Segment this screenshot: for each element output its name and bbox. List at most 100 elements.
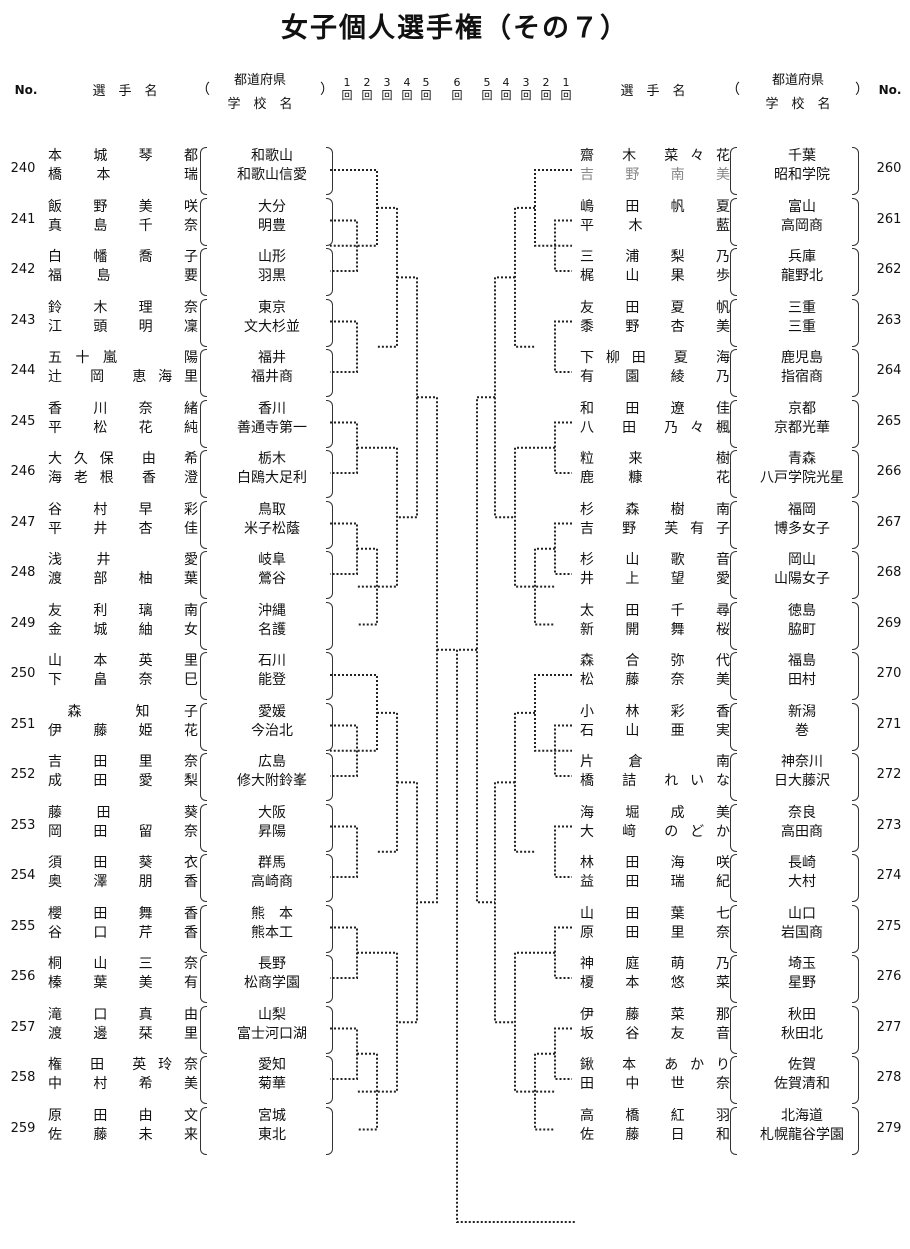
player-name-2: 八 田 乃々楓 bbox=[580, 419, 730, 436]
bracket-line bbox=[330, 169, 378, 247]
school-name: 今治北 bbox=[251, 722, 293, 739]
bracket-line bbox=[554, 320, 572, 373]
entry-number: 263 bbox=[876, 312, 902, 328]
prefecture: 福島 bbox=[788, 653, 816, 669]
entry-number: 242 bbox=[10, 262, 36, 277]
player-names: 小 林 彩 香石 山 亜 実 bbox=[580, 703, 730, 741]
entry-number: 278 bbox=[876, 1070, 902, 1085]
bracket-right-paren bbox=[326, 1106, 333, 1155]
bracket-right-paren bbox=[326, 601, 333, 650]
entry-number: 275 bbox=[876, 918, 902, 934]
player-names: 滝 口 真 由渡 邊 栞 里 bbox=[48, 1006, 198, 1044]
player-name-2: 原 田 里 奈 bbox=[580, 924, 730, 941]
school-info: 北海道札幌龍谷学園 bbox=[742, 1107, 862, 1145]
entry-number: 252 bbox=[10, 767, 36, 782]
player-name-2: 鹿 糠 花 bbox=[580, 470, 730, 486]
prefecture: 香川 bbox=[258, 400, 286, 417]
school-info: 群馬高崎商 bbox=[212, 854, 332, 892]
bracket-line bbox=[514, 446, 555, 588]
player-names: 大久保 由 希海老根 香 澄 bbox=[48, 450, 198, 488]
prefecture: 千葉 bbox=[788, 148, 816, 164]
player-name-1: 五十嵐 陽 bbox=[48, 350, 198, 366]
bracket-left-paren bbox=[730, 551, 737, 599]
bracket-right-paren bbox=[852, 601, 859, 650]
bracket-line bbox=[330, 421, 358, 474]
player-name-1: 谷 村 早 彩 bbox=[48, 501, 198, 518]
prefecture: 兵庫 bbox=[788, 249, 816, 265]
prefecture: 和歌山 bbox=[251, 148, 293, 164]
player-names: 五十嵐 陽辻 岡 恵海里 bbox=[48, 349, 198, 387]
prefecture: 三重 bbox=[788, 299, 816, 316]
entry-row: 254 須 田 葵 衣奥 澤 朋 香群馬高崎商 bbox=[0, 854, 910, 902]
bracket-left-paren bbox=[200, 349, 207, 397]
entry-number: 250 bbox=[10, 666, 36, 681]
player-name-1: 櫻 田 舞 香 bbox=[48, 905, 198, 922]
bracket-line bbox=[417, 396, 438, 904]
player-name-2: 益 田 瑞 紀 bbox=[580, 874, 730, 890]
prefecture: 広島 bbox=[258, 754, 286, 770]
entry-number: 253 bbox=[10, 817, 36, 833]
entry-number: 264 bbox=[876, 363, 902, 378]
bracket-left-paren bbox=[730, 753, 737, 801]
school-name: 龍野北 bbox=[781, 268, 823, 284]
player-name-1: 伊 藤 菜 那 bbox=[580, 1006, 730, 1023]
prefecture: 京都 bbox=[788, 400, 816, 417]
header-no-left: No. bbox=[14, 83, 38, 97]
player-name-2: 榎 本 悠 菜 bbox=[580, 975, 730, 991]
prefecture: 北海道 bbox=[781, 1107, 823, 1124]
prefecture: 大分 bbox=[258, 198, 286, 215]
bracket-left-paren bbox=[730, 450, 737, 498]
entry-number: 254 bbox=[10, 868, 36, 883]
prefecture: 岐阜 bbox=[258, 552, 286, 568]
bracket-right-paren bbox=[852, 298, 859, 347]
prefecture: 大阪 bbox=[258, 804, 286, 821]
player-names: 齋 木 菜々花吉 野 南 美 bbox=[580, 147, 730, 185]
entry-number: 243 bbox=[10, 312, 36, 328]
bracket-line bbox=[476, 396, 495, 904]
entry-number: 246 bbox=[10, 464, 36, 479]
school-info: 佐賀佐賀清和 bbox=[742, 1056, 862, 1094]
player-name-2: 田 中 世 奈 bbox=[580, 1076, 730, 1092]
school-name: 善通寺第一 bbox=[237, 419, 307, 436]
player-names: 鈴 木 理 奈江 頭 明 凜 bbox=[48, 299, 198, 337]
player-names: 須 田 葵 衣奥 澤 朋 香 bbox=[48, 854, 198, 892]
bracket-right-paren bbox=[852, 1106, 859, 1155]
bracket-left-paren bbox=[200, 298, 207, 347]
bracket-line bbox=[554, 724, 572, 777]
bracket-right-paren bbox=[326, 298, 333, 347]
school-info: 神奈川日大藤沢 bbox=[742, 753, 862, 791]
player-name-1: 小 林 彩 香 bbox=[580, 703, 730, 720]
header-no-right: No. bbox=[878, 83, 902, 97]
page-title: 女子個人選手権（その７） bbox=[281, 13, 629, 44]
bracket-line bbox=[494, 781, 515, 1024]
player-name-2: 金 城 紬 女 bbox=[48, 621, 198, 638]
bracket-line bbox=[554, 522, 572, 575]
school-info: 愛知菊華 bbox=[212, 1056, 332, 1094]
prefecture: 栃木 bbox=[258, 451, 286, 467]
player-name-2: 真 島 千 奈 bbox=[48, 217, 198, 234]
prefecture: 神奈川 bbox=[781, 754, 823, 770]
prefecture: 青森 bbox=[788, 451, 816, 467]
player-names: 片 倉 南橋 詰 れいな bbox=[580, 753, 730, 791]
entry-number: 245 bbox=[10, 413, 36, 429]
bracket-left-paren bbox=[730, 854, 737, 902]
school-name: 修大附鈴峯 bbox=[237, 773, 307, 789]
bracket-line bbox=[554, 1027, 572, 1080]
school-name: 熊本工 bbox=[251, 924, 293, 941]
prefecture: 石川 bbox=[258, 653, 286, 669]
